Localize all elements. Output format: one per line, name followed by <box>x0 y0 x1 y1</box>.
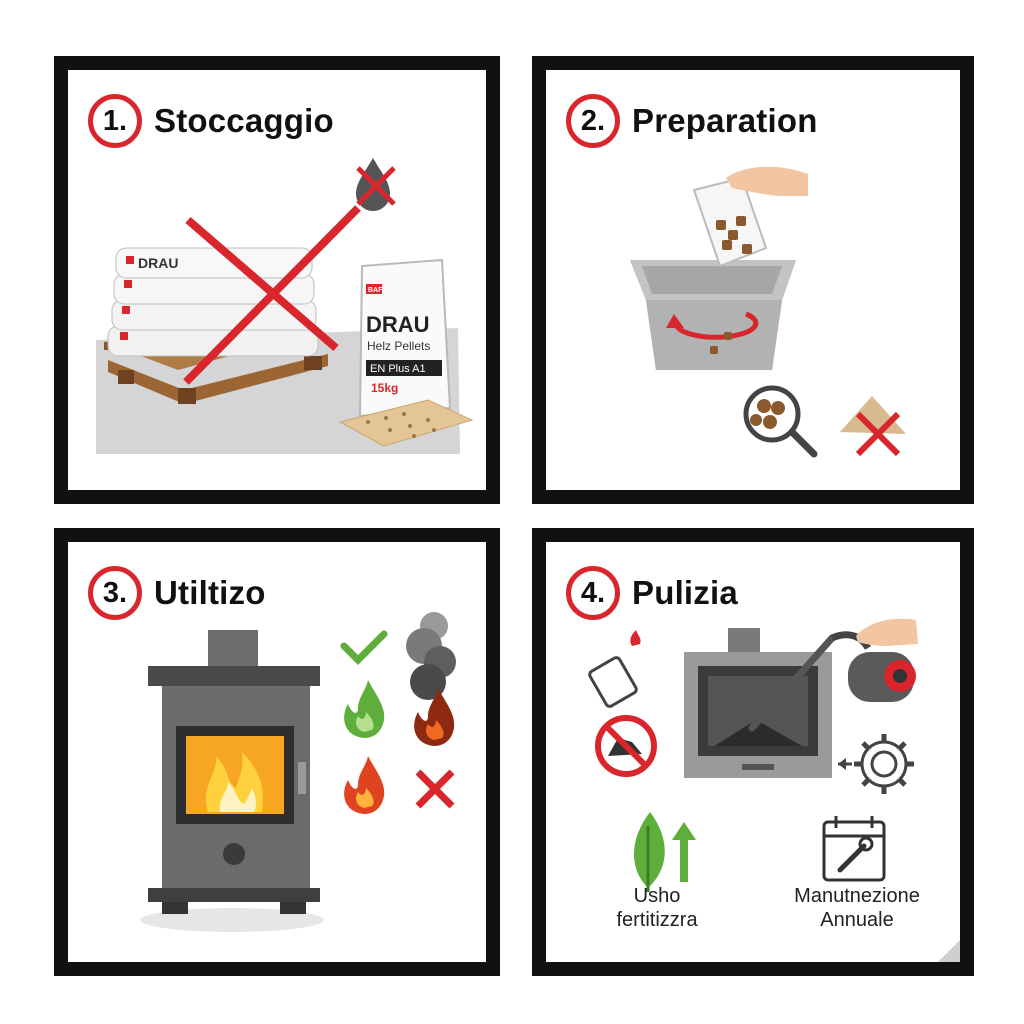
calendar-wrench-icon <box>822 816 886 882</box>
sawdust-icon <box>840 396 906 457</box>
panel-header: 3. Utiltizo <box>88 566 266 620</box>
gear-icon <box>838 734 914 794</box>
hand-icon <box>726 166 808 196</box>
maintenance-caption: Manutnezione Annuale <box>772 884 942 932</box>
storage-illustration: DRAU BAF DRAU Helz Pellets EN Plus A1 15… <box>96 158 474 454</box>
lighter-icon <box>588 630 641 708</box>
panel-header: 2. Preparation <box>566 94 818 148</box>
panel-header: 1. Stoccaggio <box>88 94 334 148</box>
pouring-bag <box>692 176 768 354</box>
hand-icon <box>856 618 918 646</box>
stacked-bags: DRAU <box>107 247 319 357</box>
hopper <box>630 260 796 370</box>
stove-front <box>684 628 832 778</box>
cross-icon <box>183 205 361 385</box>
step-number: 2. <box>566 94 620 148</box>
fertilizer-caption: Usho fertitizzra <box>592 884 722 932</box>
water-drop-icon <box>356 158 396 211</box>
cross-icon <box>415 769 455 809</box>
pellet-bag: BAF DRAU Helz Pellets EN Plus A1 15kg <box>358 258 452 418</box>
vacuum-cleaner <box>748 618 918 732</box>
step-number: 4. <box>566 566 620 620</box>
board-dots <box>366 412 436 438</box>
bag-product: Helz Pellets <box>367 339 430 353</box>
step-title: Utiltizo <box>154 574 266 611</box>
step-title: Pulizia <box>632 574 738 611</box>
stack-bag-brand: DRAU <box>138 255 178 271</box>
step-number: 1. <box>88 94 142 148</box>
smoke-icon <box>406 612 456 700</box>
bag-cert: EN Plus A1 <box>370 363 426 375</box>
usage-illustration <box>140 612 456 932</box>
panel-cleaning: 4. Pulizia <box>532 528 974 976</box>
flame-icon <box>344 756 385 814</box>
caption-line: Annuale <box>820 909 894 931</box>
panel-preparation: 2. Preparation <box>532 56 974 504</box>
magnifier-icon <box>743 385 818 458</box>
step-number: 3. <box>88 566 142 620</box>
check-icon <box>340 630 388 665</box>
bag-brand: DRAU <box>366 312 430 337</box>
preparation-illustration <box>630 166 906 458</box>
panel-usage: 3. Utiltizo <box>54 528 500 976</box>
bag-weight: 15kg <box>371 381 398 395</box>
pellet-stove <box>140 630 324 932</box>
cleaning-illustration <box>588 618 960 962</box>
step-title: Preparation <box>632 102 818 139</box>
leaf-icon <box>633 812 696 892</box>
no-coal-icon <box>595 715 657 777</box>
bag-logo: BAF <box>368 287 383 294</box>
flame-icon <box>414 688 455 746</box>
flame-icon <box>344 680 385 738</box>
panel-storage: 1. Stoccaggio DRAU <box>54 56 500 504</box>
caption-line: Manutnezione <box>794 885 920 907</box>
wood-board <box>338 399 474 447</box>
caption-line: Usho <box>633 885 681 907</box>
step-title: Stoccaggio <box>154 102 334 139</box>
caption-line: fertitizzra <box>616 909 698 931</box>
panel-header: 4. Pulizia <box>566 566 738 620</box>
